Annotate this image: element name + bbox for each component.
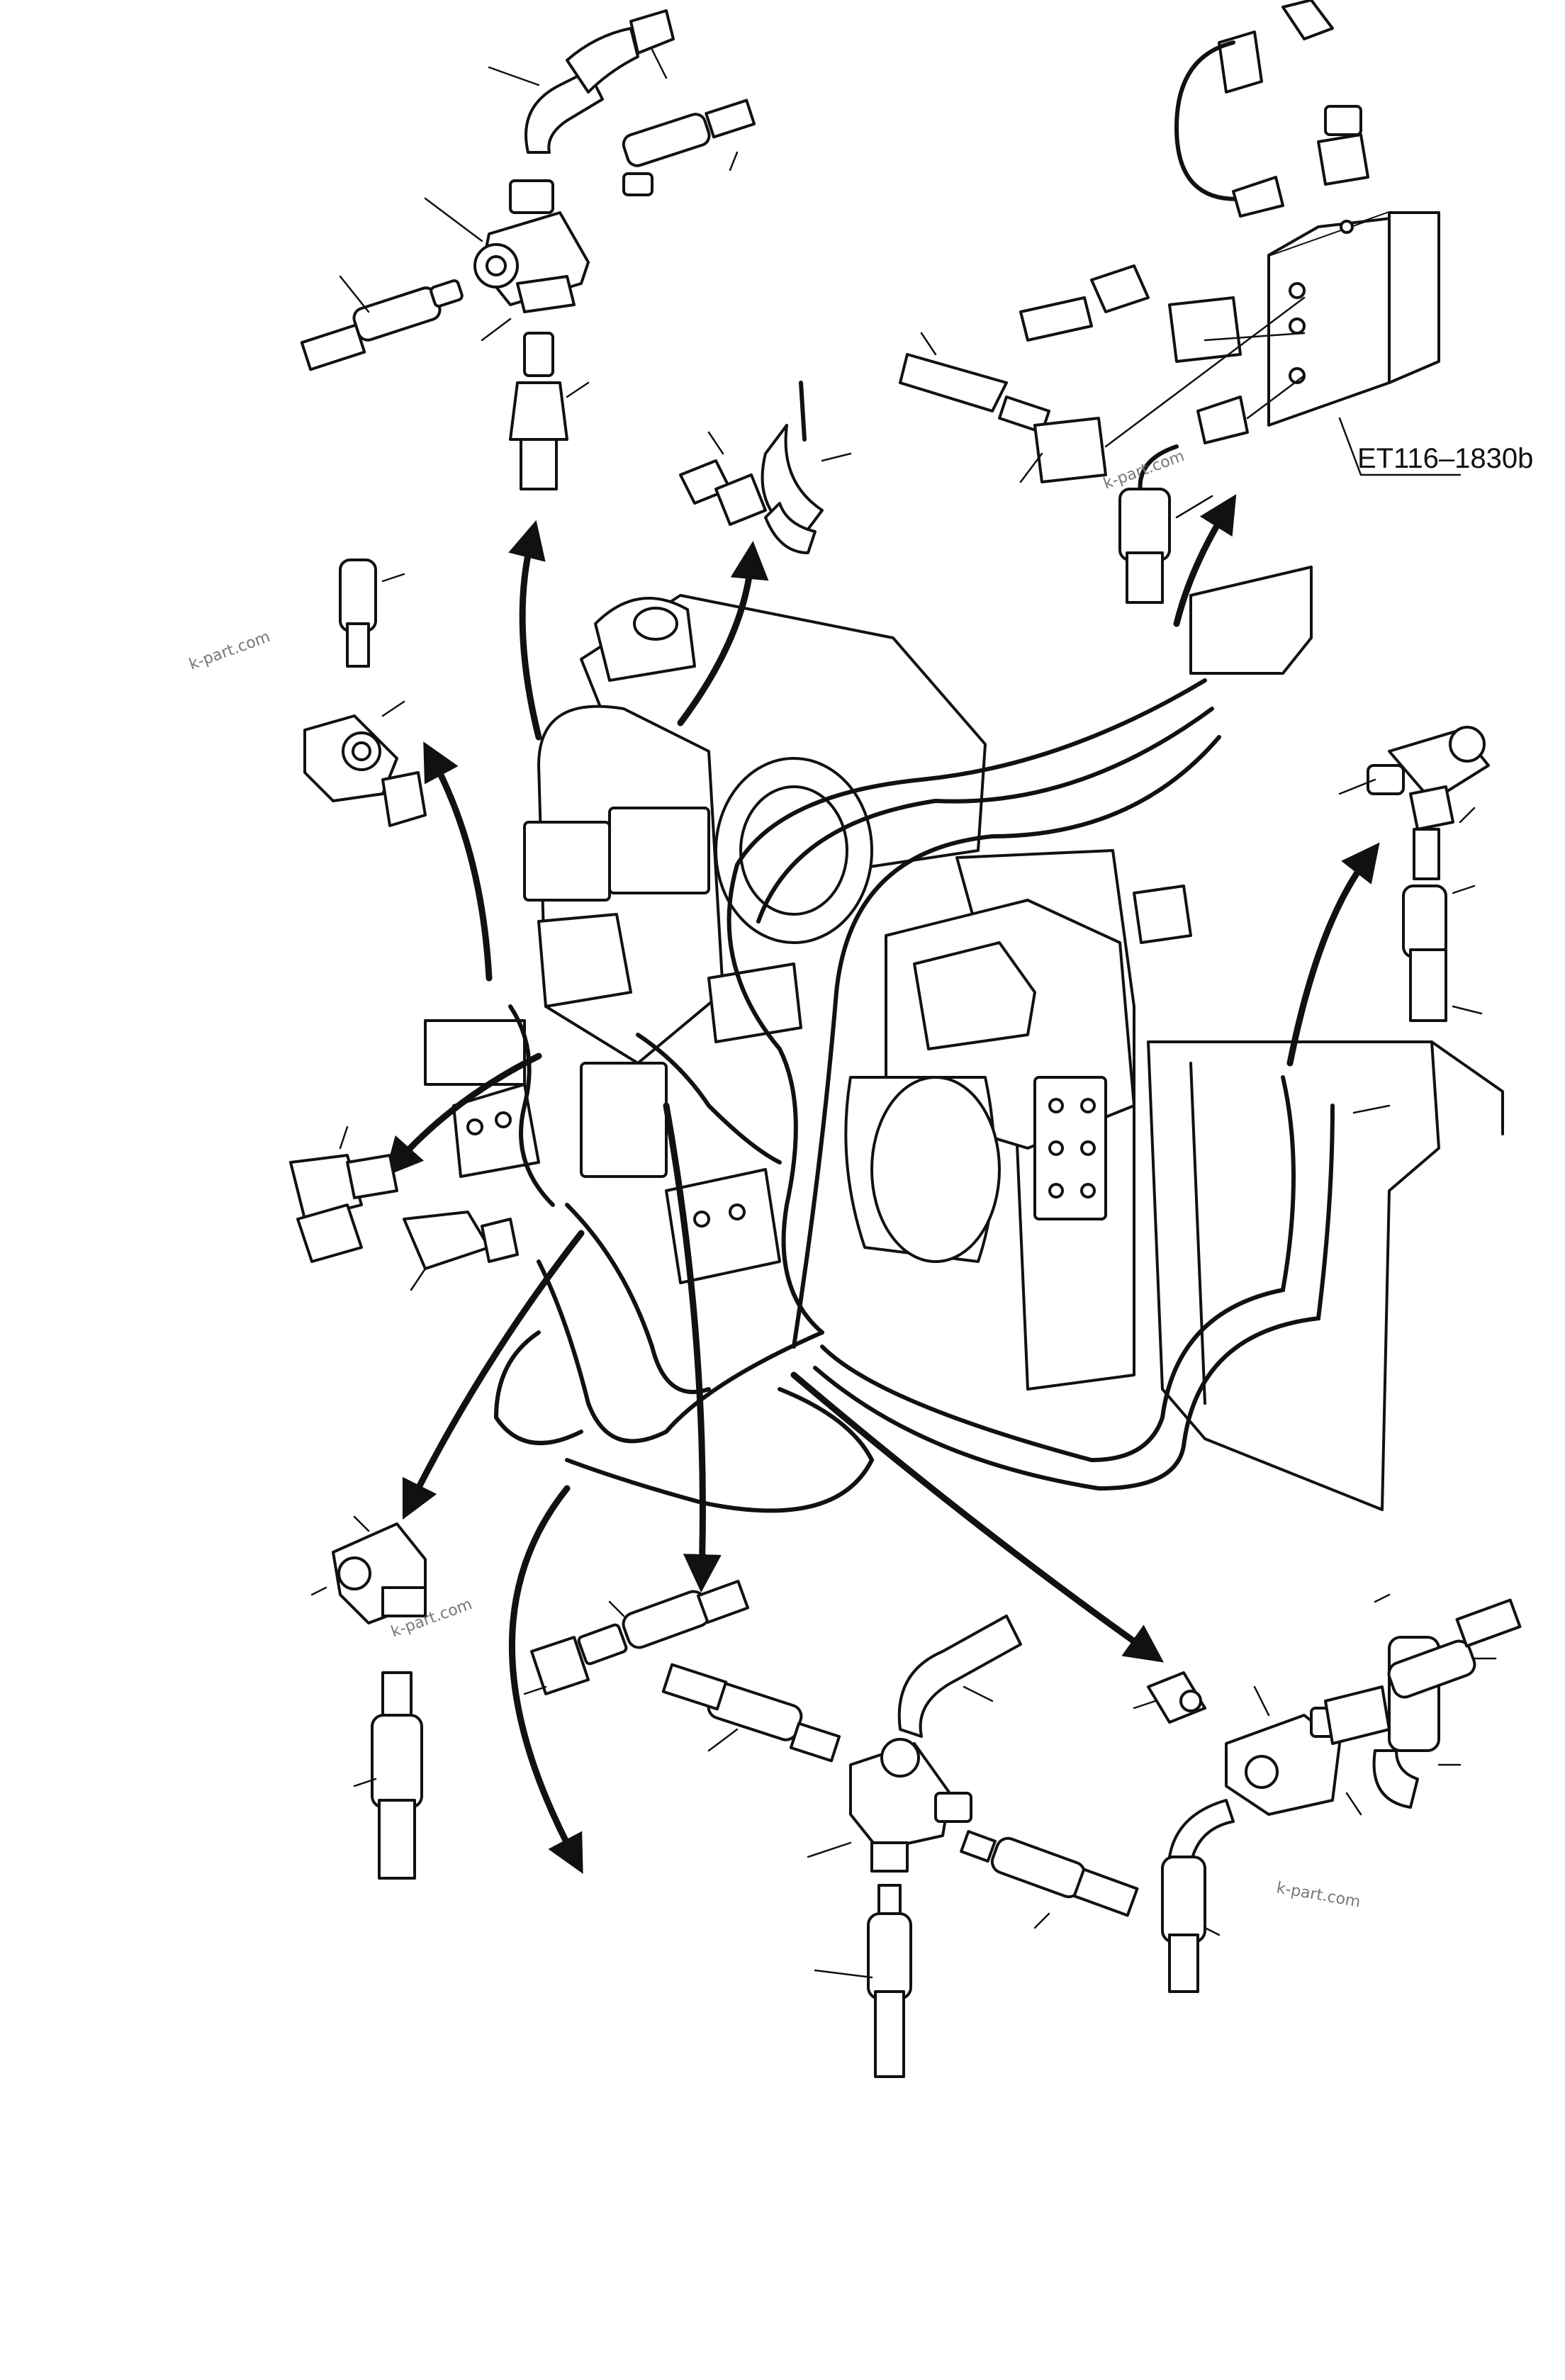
elbow-fitting-left	[289, 1126, 519, 1291]
fitting-icon	[1225, 1714, 1341, 1816]
curved-arrow-icon	[508, 1485, 583, 1874]
fitting-icon	[1033, 417, 1107, 483]
curved-arrow-icon	[677, 541, 769, 726]
hose-harness	[493, 678, 1335, 1513]
fitting-icon	[403, 1211, 490, 1270]
cross-fitting-group-lower	[661, 1615, 1139, 2078]
pointer-arrows	[384, 494, 1380, 1874]
fitting-icon	[849, 1742, 951, 1851]
curved-arrow-icon	[384, 1053, 542, 1177]
tee-fitting-left	[303, 558, 427, 827]
curved-arrow-icon	[1173, 494, 1237, 627]
reference-label: ET116–1830b	[1357, 443, 1533, 474]
curved-arrow-icon	[663, 1102, 722, 1593]
fitting-icon	[289, 1154, 363, 1220]
cross-fitting-group-right	[1133, 1593, 1522, 1993]
watermark-text: k-part.com	[187, 628, 273, 673]
curved-arrow-icon	[1286, 842, 1380, 1067]
fitting-icon	[530, 1636, 590, 1695]
fitting-icon	[1168, 296, 1242, 363]
elbow-fitting-lower	[310, 1515, 427, 1880]
curved-arrow-icon	[423, 741, 493, 982]
manifold-block-group	[899, 0, 1462, 604]
tee-fitting-right	[1338, 726, 1490, 1114]
hose-icon	[525, 69, 604, 154]
hose-icon	[1168, 1799, 1235, 1865]
curved-arrow-icon	[790, 1371, 1165, 1663]
union-fittings-top	[679, 381, 852, 554]
watermark-text: k-part.com	[1275, 1879, 1362, 1911]
reference-code: ET116–1830b	[1357, 443, 1533, 474]
hose-icon	[897, 1615, 1022, 1738]
transmission-housing	[537, 594, 1504, 1511]
curved-arrow-icon	[402, 1230, 585, 1520]
cross-fitting-group-top	[300, 9, 756, 490]
union-fittings-lower	[523, 1579, 750, 1695]
curved-arrow-icon	[508, 520, 546, 741]
fitting-icon	[1317, 133, 1369, 186]
watermark-text: k-part.com	[1101, 447, 1187, 493]
